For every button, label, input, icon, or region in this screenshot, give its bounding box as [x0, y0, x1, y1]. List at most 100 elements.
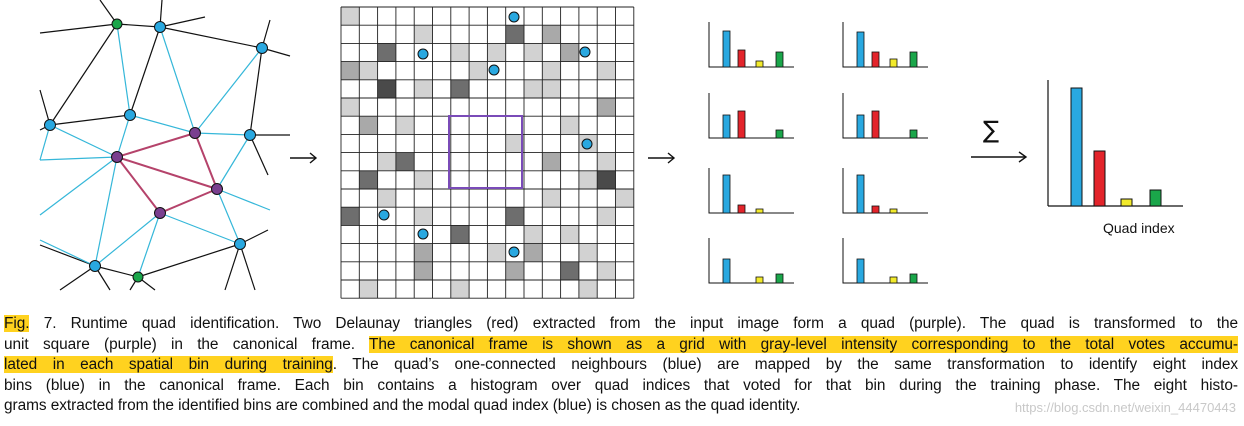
unit-square-purple — [448, 115, 523, 189]
caption-line-1: Fig. 7. Runtime quad identification. Two… — [4, 315, 1238, 332]
bin-histogram — [708, 22, 794, 68]
grid-cell — [359, 170, 378, 189]
bin-histogram — [708, 168, 794, 214]
caption-line-2: unit square (purple) in the canonical fr… — [4, 335, 1238, 353]
grid-cell — [359, 116, 378, 135]
histogram-bar — [909, 51, 918, 68]
grid-cell — [505, 207, 524, 226]
grid-cell — [395, 116, 415, 135]
grid-cell — [597, 61, 616, 80]
histogram-bar — [889, 276, 898, 284]
caption-line-3: lated in each spatial bin during trainin… — [4, 356, 1238, 373]
histogram-bar — [737, 110, 746, 139]
histogram-bar — [722, 114, 731, 139]
bin-histogram — [842, 168, 928, 214]
histogram-bar — [856, 114, 865, 139]
histogram-bar — [909, 129, 918, 139]
histogram-bar — [871, 110, 880, 139]
grid-cell — [597, 170, 616, 189]
grid-cell — [487, 243, 506, 262]
bin-histogram — [842, 238, 928, 284]
canonical-grid-panel — [340, 6, 635, 299]
grid-cell — [542, 25, 561, 44]
grid-cell — [359, 280, 378, 299]
grid-cell — [414, 170, 433, 189]
histogram-bar — [871, 205, 880, 214]
grid-cell — [414, 261, 433, 280]
grid-cell — [524, 43, 543, 62]
grid-gray-cells — [341, 7, 634, 299]
histogram-bar — [775, 273, 784, 284]
sum-symbol: ∑ — [983, 116, 1000, 144]
grid-cell — [578, 280, 598, 299]
grid-cell — [524, 243, 543, 262]
histogram-bar — [755, 60, 764, 68]
grid-cell — [524, 79, 543, 98]
identified-bins — [378, 11, 593, 258]
mesh-nodes — [44, 18, 268, 283]
grid-cell — [597, 207, 616, 226]
grid-cell — [377, 79, 396, 98]
combined-bar-yellow — [1120, 198, 1133, 207]
combined-bar-blue — [1070, 87, 1083, 207]
grid-cell — [505, 134, 524, 153]
grid-lines — [340, 6, 635, 299]
bin-histogram — [708, 93, 794, 139]
grid-cell — [341, 98, 360, 117]
bin-histogram — [842, 93, 928, 139]
grid-cell — [542, 189, 561, 208]
grid-cell — [377, 189, 396, 208]
grid-cell — [505, 25, 524, 44]
grid-cell — [597, 152, 616, 171]
grid-cell — [450, 280, 470, 299]
mesh-edges-cyan — [39, 23, 271, 278]
arrow-1 — [290, 152, 318, 164]
grid-cell — [414, 79, 433, 98]
caption-line-4: bins (blue) in the canonical frame. Each… — [4, 376, 1238, 394]
bin-histograms-panel — [708, 22, 928, 284]
grid-cell — [341, 207, 360, 226]
grid-cell — [560, 261, 579, 280]
histogram-bar — [722, 30, 731, 68]
histogram-bar — [856, 258, 865, 284]
histogram-bar — [737, 204, 746, 214]
grid-cell — [560, 43, 579, 62]
grid-cell — [578, 243, 598, 262]
sum-arrow — [971, 151, 1028, 163]
grid-cell — [560, 116, 579, 135]
grid-cell — [377, 152, 396, 171]
arrow-2 — [648, 152, 676, 164]
highlight-2: lated in each spatial bin during trainin… — [4, 356, 333, 373]
grid-cell — [560, 225, 579, 244]
figure-diagram — [39, 0, 1183, 299]
histogram-bar — [775, 129, 784, 139]
grid-cell — [450, 225, 470, 244]
grid-cell — [341, 61, 360, 80]
histogram-bar — [889, 58, 898, 68]
histogram-bar — [775, 51, 784, 68]
histogram-bar — [722, 174, 731, 214]
grid-cell — [615, 189, 634, 208]
grid-cell — [395, 152, 415, 171]
grid-cell — [578, 170, 598, 189]
histogram-bar — [755, 208, 764, 214]
grid-cell — [341, 7, 360, 26]
watermark: https://blog.csdn.net/weixin_44470443 — [1014, 400, 1236, 415]
grid-cell — [377, 43, 396, 62]
histogram-bar — [871, 51, 880, 68]
histogram-bar — [755, 276, 764, 284]
combined-bar-red — [1093, 150, 1106, 207]
histogram-bar — [909, 273, 918, 284]
grid-cell — [524, 225, 543, 244]
grid-cell — [450, 79, 470, 98]
histogram-bar — [889, 208, 898, 214]
fig-label: Fig. — [4, 315, 30, 332]
grid-cell — [414, 243, 433, 262]
grid-cell — [450, 43, 470, 62]
grid-cell — [542, 79, 561, 98]
histogram-bar — [722, 258, 731, 284]
figure-caption: Fig. 7. Runtime quad identification. Two… — [4, 314, 1238, 417]
grid-cell — [505, 261, 524, 280]
histogram-bar — [856, 31, 865, 68]
grid-cell — [542, 152, 561, 171]
